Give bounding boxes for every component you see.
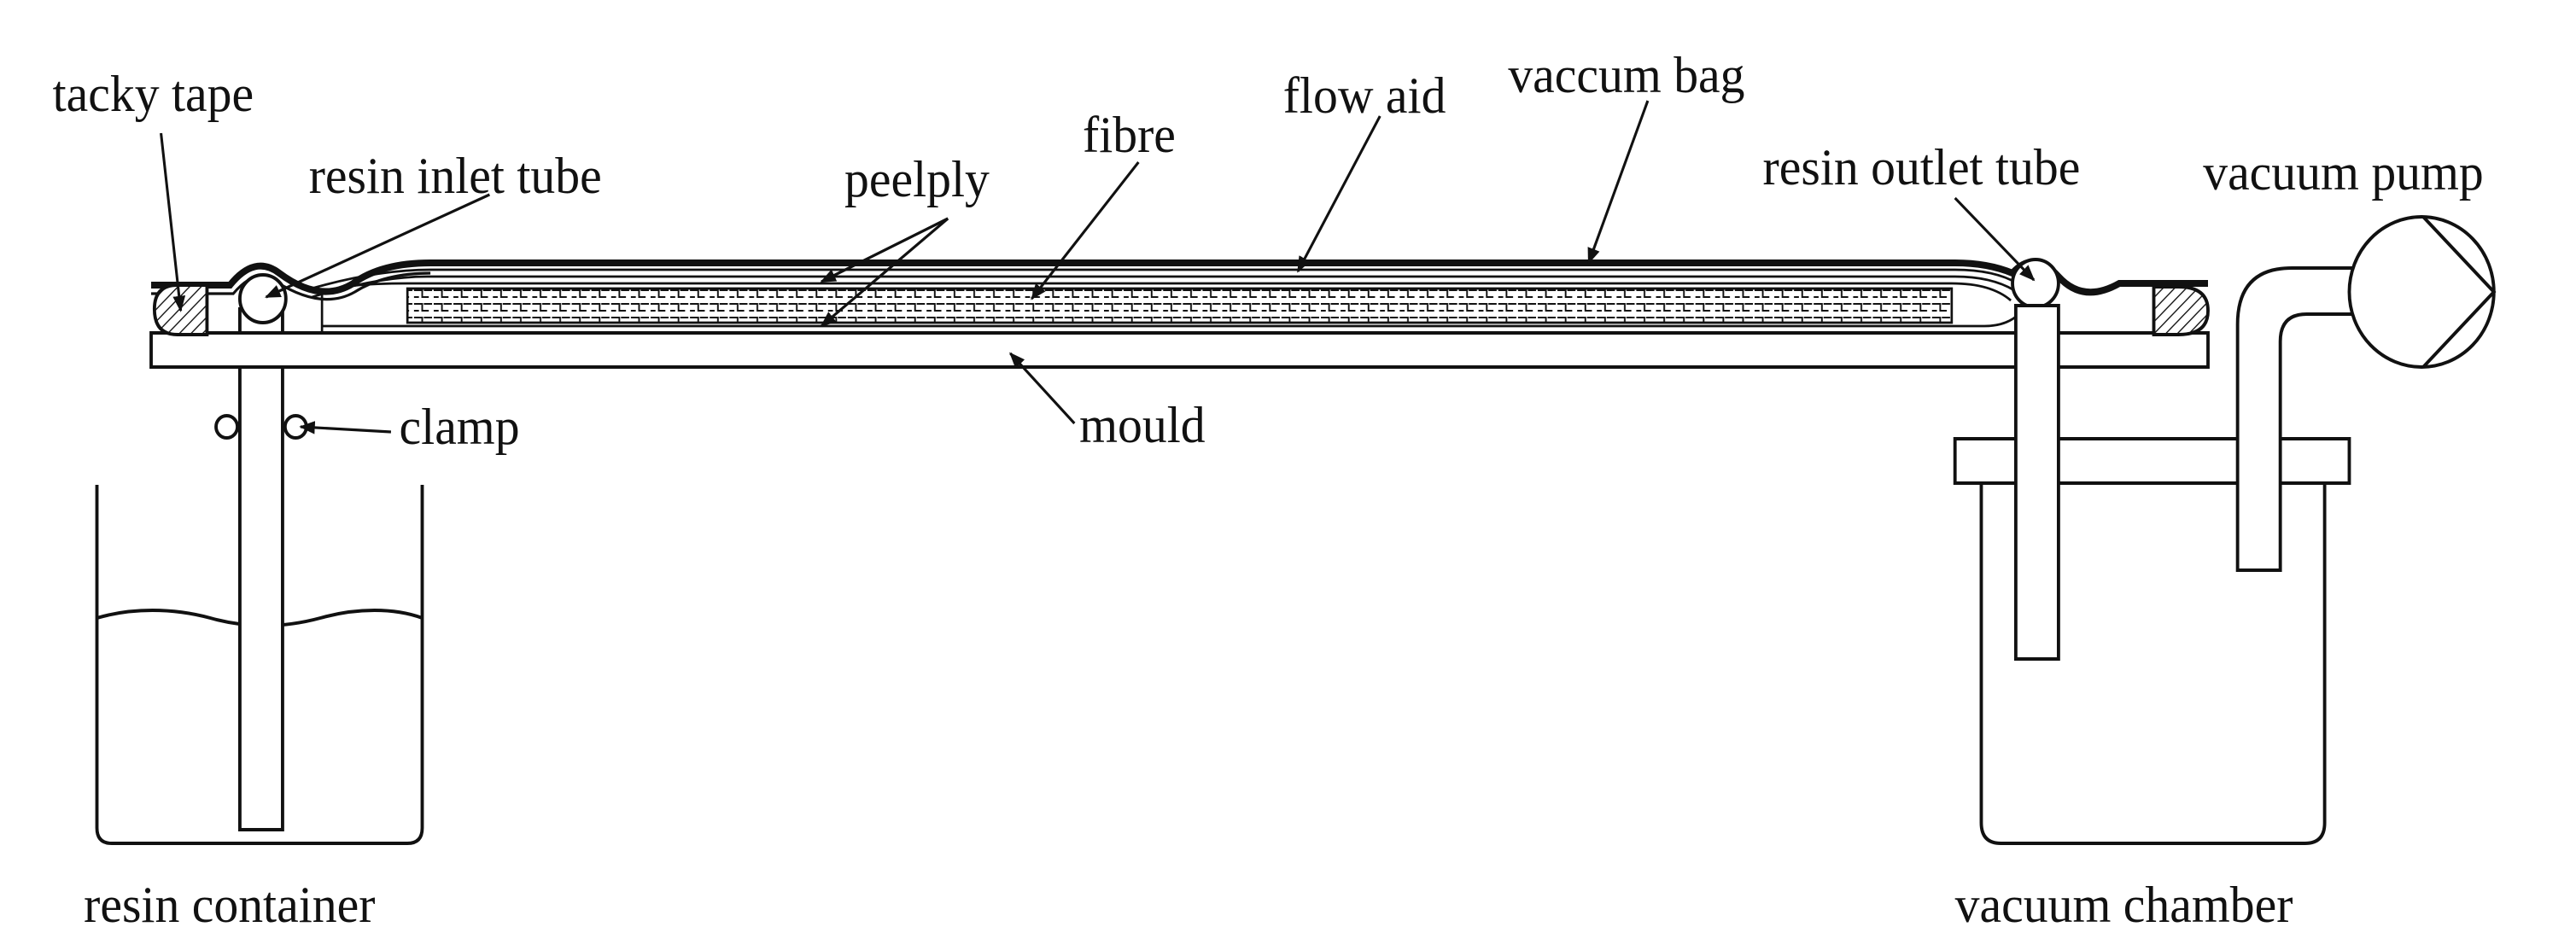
vacuum-pump xyxy=(2347,215,2497,369)
mould xyxy=(149,331,2210,369)
tacky-tape-right xyxy=(2152,285,2210,336)
label-mould: mould xyxy=(1079,397,1206,453)
arrow-mould xyxy=(1009,352,1076,425)
label-peelply: peelply xyxy=(844,151,990,207)
label-flow-aid: flow aid xyxy=(1283,67,1446,124)
arrow-peelply-upper xyxy=(820,217,949,283)
label-fibre: fibre xyxy=(1083,107,1176,163)
leader-lines xyxy=(160,100,2036,434)
arrow-resin-outlet-tube xyxy=(1954,196,2036,282)
label-vacuum-chamber: vacuum chamber xyxy=(1955,877,2293,927)
arrow-resin-inlet-tube xyxy=(265,193,491,299)
vacuum-pump-pipe xyxy=(2235,266,2357,572)
arrow-clamp xyxy=(299,421,392,434)
label-resin-outlet-tube: resin outlet tube xyxy=(1763,139,2081,195)
label-resin-container: resin container xyxy=(84,877,376,927)
label-resin-inlet-tube: resin inlet tube xyxy=(309,148,602,204)
arrow-peelply-lower xyxy=(820,217,949,328)
arrow-flow-aid xyxy=(1296,115,1381,273)
resin-outlet-pipe xyxy=(2013,304,2060,661)
inlet-tube-cross-section xyxy=(237,273,288,324)
label-vaccum-bag: vaccum bag xyxy=(1508,47,1744,103)
arrow-fibre xyxy=(1031,160,1140,300)
arrow-vaccum-bag xyxy=(1587,100,1650,265)
layup-stack xyxy=(151,258,2208,333)
arrow-tacky-tape xyxy=(160,132,186,312)
label-clamp: clamp xyxy=(400,399,520,455)
label-vacuum-pump: vacuum pump xyxy=(2203,144,2484,201)
label-tacky-tape: tacky tape xyxy=(53,66,254,122)
fibre-layer xyxy=(406,287,1954,324)
resin-inlet-pipe xyxy=(237,307,284,831)
